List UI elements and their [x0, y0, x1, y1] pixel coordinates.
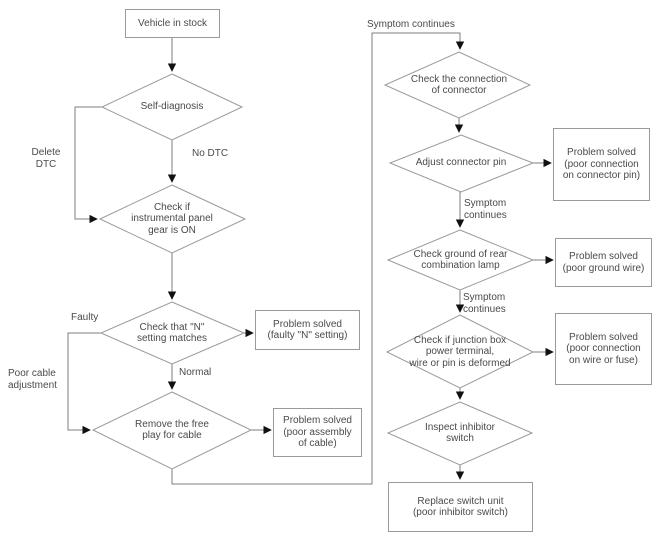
node-problem-solved-poor-assembly: Problem solved (poor assembly of cable) — [273, 408, 362, 457]
edge-label-poor-cable-adjustment: Poor cable adjustment — [8, 368, 57, 391]
edge-label-delete-dtc: Delete DTC — [31, 147, 61, 170]
diamond-check-n-setting — [99, 301, 246, 365]
node-vehicle-in-stock: Vehicle in stock — [125, 9, 220, 38]
edge-symptom-continues-feedback — [171, 32, 465, 485]
node-replace-switch-unit: Replace switch unit (poor inhibitor swit… — [388, 482, 533, 532]
edge-delete-dtc-loop — [74, 106, 102, 224]
node-problem-solved-faulty-n: Problem solved (faulty "N" setting) — [255, 310, 360, 350]
edge-label-faulty: Faulty — [71, 312, 99, 323]
diamond-check-connector — [383, 51, 532, 119]
node-problem-solved-ground-wire: Problem solved (poor ground wire) — [555, 238, 652, 287]
edge-label-symptom-continues-2: Symptom continues — [463, 292, 506, 315]
diamond-check-ground — [386, 229, 535, 291]
diamond-check-panel-gear — [98, 184, 247, 254]
node-problem-solved-connector-pin: Problem solved (poor connection on conne… — [553, 128, 650, 201]
diamond-adjust-connector-pin — [388, 134, 535, 193]
diamond-check-junction-box — [385, 314, 535, 389]
edge-label-normal: Normal — [179, 367, 212, 378]
diamond-self-diagnosis — [100, 73, 244, 141]
diamond-remove-free-play — [91, 391, 253, 470]
diamond-inspect-inhibitor — [386, 401, 534, 466]
edge-label-no-dtc: No DTC — [192, 148, 229, 159]
node-problem-solved-wire-fuse: Problem solved (poor connection on wire … — [555, 313, 652, 385]
edge-faulty-loop — [67, 332, 101, 435]
edge-label-symptom-continues-1: Symptom continues — [464, 198, 507, 221]
edge-label-symptom-continues-top: Symptom continues — [367, 19, 455, 30]
